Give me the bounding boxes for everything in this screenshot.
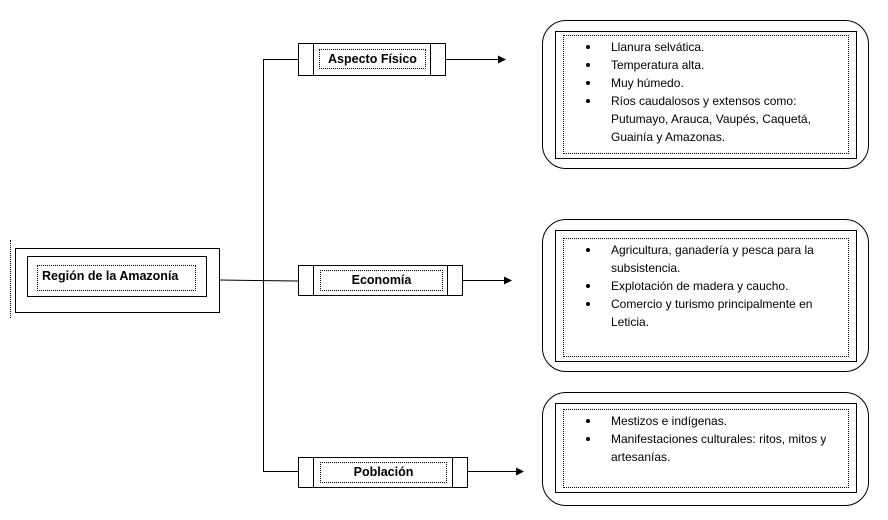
detail-economia: Agricultura, ganadería y pesca para la s… (542, 219, 869, 372)
detail-aspecto-fisico-inner: Llanura selvática. Temperatura alta. Muy… (555, 31, 857, 159)
detail-poblacion: Mestizos e indígenas. Manifestaciones cu… (542, 392, 869, 506)
detail-economia-text-frame: Agricultura, ganadería y pesca para la s… (563, 238, 849, 357)
scroll-right-edge (447, 266, 448, 295)
list-item: Agricultura, ganadería y pesca para la s… (586, 241, 848, 277)
detail-poblacion-inner: Mestizos e indígenas. Manifestaciones cu… (555, 403, 857, 493)
detail-poblacion-list: Mestizos e indígenas. Manifestaciones cu… (564, 412, 848, 466)
detail-poblacion-text-frame: Mestizos e indígenas. Manifestaciones cu… (563, 409, 849, 488)
list-item: Comercio y turismo principalmente en Let… (586, 295, 848, 331)
list-item: Manifestaciones culturales: ritos, mitos… (586, 430, 848, 466)
detail-aspecto-fisico-text-frame: Llanura selvática. Temperatura alta. Muy… (563, 35, 849, 154)
category-aspecto-fisico-label: Aspecto Físico (319, 49, 426, 69)
category-poblacion-label: Población (320, 462, 447, 483)
root-node-label: Región de la Amazonía (37, 265, 196, 291)
category-aspecto-fisico: Aspecto Físico (298, 43, 446, 76)
category-economia-label: Economía (320, 270, 443, 291)
list-item: Temperatura alta. (586, 56, 848, 74)
scroll-right-edge (452, 458, 453, 487)
scroll-right-edge (430, 44, 431, 75)
scroll-left-edge (313, 266, 314, 295)
scroll-left-edge (313, 458, 314, 487)
list-item: Ríos caudalosos y extensos como: Putumay… (586, 92, 848, 146)
list-item: Mestizos e indígenas. (586, 412, 848, 430)
detail-aspecto-fisico-list: Llanura selvática. Temperatura alta. Muy… (564, 38, 848, 146)
detail-economia-list: Agricultura, ganadería y pesca para la s… (564, 241, 848, 331)
scroll-left-edge (313, 44, 314, 75)
category-economia: Economía (298, 265, 463, 296)
root-node-inner: Región de la Amazonía (27, 256, 207, 297)
root-connector (218, 279, 299, 282)
list-item: Explotación de madera y caucho. (586, 277, 848, 295)
detail-economia-inner: Agricultura, ganadería y pesca para la s… (555, 230, 857, 362)
list-item: Muy húmedo. (586, 74, 848, 92)
list-item: Llanura selvática. (586, 38, 848, 56)
root-node: Región de la Amazonía (15, 248, 220, 313)
root-margin-line (10, 240, 11, 318)
category-poblacion: Población (298, 457, 468, 488)
detail-aspecto-fisico: Llanura selvática. Temperatura alta. Muy… (542, 20, 869, 169)
